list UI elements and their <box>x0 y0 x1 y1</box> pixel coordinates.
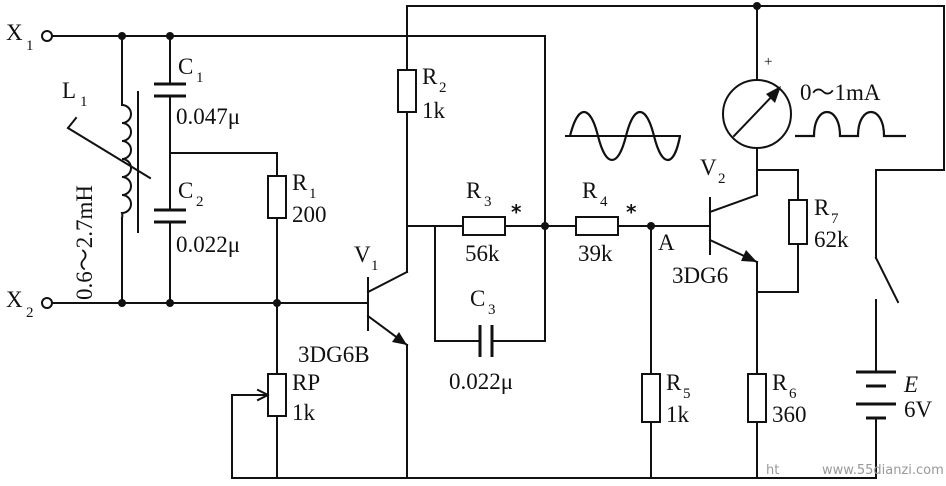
svg-text:R: R <box>772 370 788 395</box>
svg-text:360: 360 <box>772 402 807 427</box>
svg-text:1: 1 <box>26 38 34 54</box>
resistor-r3: R 3 56k * <box>462 178 522 266</box>
svg-text:5: 5 <box>683 386 691 402</box>
watermark: ht www.55dianzi.com <box>766 463 944 478</box>
capacitor-c2: C 2 0.022μ <box>154 178 240 257</box>
svg-text:X: X <box>6 287 23 312</box>
svg-text:1: 1 <box>309 186 317 202</box>
svg-text:0.6～2.7mH: 0.6～2.7mH <box>72 185 97 300</box>
svg-text:3: 3 <box>484 194 492 210</box>
svg-text:1: 1 <box>80 94 88 110</box>
svg-text:0.047μ: 0.047μ <box>176 104 240 129</box>
svg-text:L: L <box>62 78 76 103</box>
svg-text:6V: 6V <box>904 397 933 422</box>
svg-text:0.022μ: 0.022μ <box>449 369 513 394</box>
svg-text:R: R <box>814 195 830 220</box>
svg-text:RP: RP <box>292 370 320 395</box>
svg-text:*: * <box>511 200 522 224</box>
power-switch <box>874 256 900 304</box>
svg-text:1: 1 <box>371 258 379 274</box>
sine-wave-icon <box>565 111 682 161</box>
inductor-l1: L 1 0.6～2.7mH <box>62 78 152 300</box>
svg-text:3: 3 <box>488 302 496 318</box>
svg-text:2: 2 <box>718 171 726 187</box>
svg-text:0.022μ: 0.022μ <box>176 232 240 257</box>
svg-text:1: 1 <box>196 70 204 86</box>
svg-text:200: 200 <box>292 202 327 227</box>
svg-text:www.55dianzi.com: www.55dianzi.com <box>822 463 944 478</box>
resistor-r1: R 1 200 <box>267 170 327 227</box>
svg-text:39k: 39k <box>578 241 613 266</box>
svg-text:4: 4 <box>600 194 608 210</box>
svg-text:X: X <box>6 20 23 45</box>
svg-text:C: C <box>178 178 193 203</box>
svg-text:ht: ht <box>766 463 779 478</box>
resistor-r4: R 4 39k * <box>575 178 637 266</box>
capacitor-c3: C 3 0.022μ <box>449 286 513 394</box>
svg-text:3DG6: 3DG6 <box>672 263 728 288</box>
svg-text:C: C <box>470 286 485 311</box>
resistor-r7: R 7 62k <box>788 195 849 252</box>
transistor-v2: V 2 3DG6 <box>672 155 759 288</box>
svg-text:2: 2 <box>196 194 204 210</box>
svg-text:E: E <box>903 372 918 397</box>
milliammeter: + 0～1mA <box>722 54 881 149</box>
battery-e: E 6V <box>856 370 933 447</box>
resistor-r5: R 5 1k <box>641 370 691 427</box>
svg-text:*: * <box>626 200 637 224</box>
svg-text:V: V <box>354 242 371 267</box>
terminal-x1: X 1 <box>6 20 53 54</box>
terminal-x2: X 2 <box>6 287 53 321</box>
wiring <box>51 5 945 479</box>
svg-text:R: R <box>666 370 682 395</box>
svg-text:V: V <box>700 155 717 180</box>
svg-text:1k: 1k <box>292 400 316 425</box>
svg-text:6: 6 <box>789 386 797 402</box>
svg-text:0～1mA: 0～1mA <box>800 80 881 105</box>
pulse-wave-icon <box>795 110 906 138</box>
svg-text:R: R <box>422 64 438 89</box>
svg-text:2: 2 <box>439 80 447 96</box>
svg-text:C: C <box>178 54 193 79</box>
junctions <box>118 2 761 307</box>
svg-text:62k: 62k <box>814 227 849 252</box>
svg-text:R: R <box>582 178 598 203</box>
resistor-r2: R 2 1k <box>397 64 447 123</box>
svg-text:R: R <box>466 178 482 203</box>
node-a-label: A <box>658 230 675 255</box>
svg-text:1k: 1k <box>422 98 446 123</box>
capacitor-c1: C 1 0.047μ <box>154 54 240 129</box>
svg-text:56k: 56k <box>465 241 500 266</box>
svg-text:2: 2 <box>26 305 34 321</box>
transistor-v1: V 1 3DG6B <box>298 242 409 367</box>
svg-text:R: R <box>292 170 308 195</box>
potentiometer-rp: RP 1k <box>256 370 320 425</box>
svg-text:+: + <box>764 54 772 70</box>
svg-text:7: 7 <box>831 211 839 227</box>
svg-text:1k: 1k <box>666 402 690 427</box>
resistor-r6: R 6 360 <box>747 370 807 427</box>
svg-text:3DG6B: 3DG6B <box>298 342 370 367</box>
